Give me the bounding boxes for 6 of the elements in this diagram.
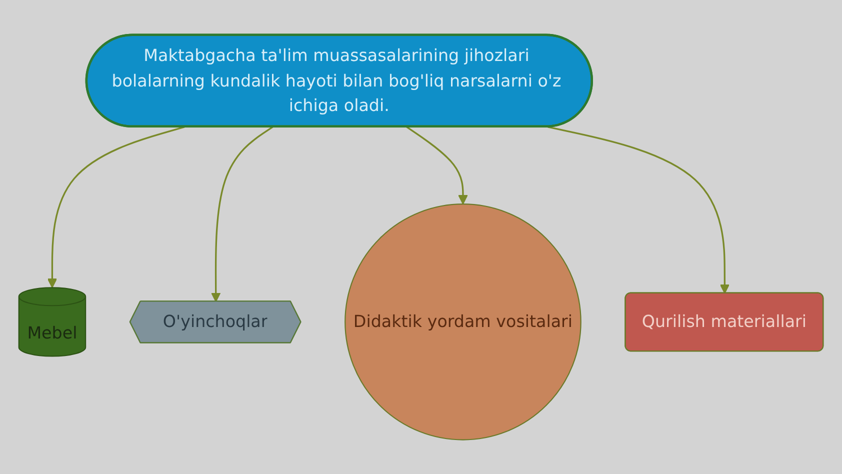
arrow [210, 126, 274, 302]
arrow [406, 126, 468, 204]
arrow [548, 126, 730, 294]
flowchart: Maktabgacha ta'lim muassasalarining jihozlari bolalarning kundalik hayoti bilan bog'liq narsalarni o'z ichiga oladi. Mebel O'yinchoqlar Didaktik yordam vositalari Qurilish materiallari [10, 26, 832, 448]
arrow [47, 126, 185, 288]
node-circle [344, 203, 582, 440]
